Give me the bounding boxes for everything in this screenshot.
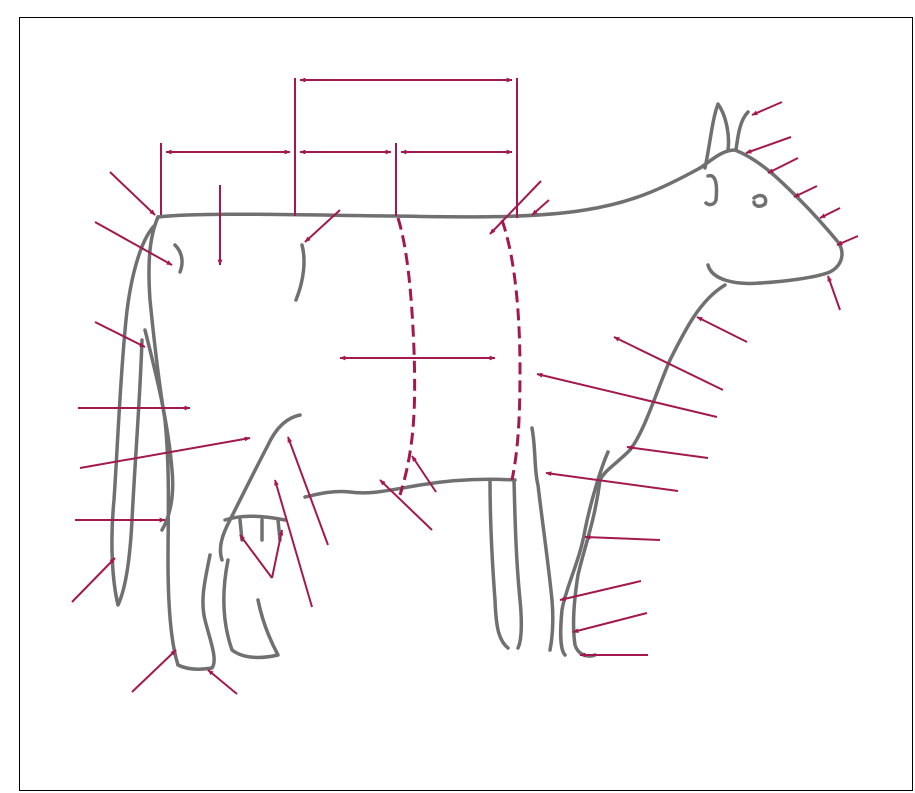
pointer-forehead	[768, 158, 798, 173]
cow-nostril	[754, 196, 766, 207]
cow-hind-leg-near-back	[490, 480, 508, 648]
cow-eye	[706, 176, 717, 205]
pointer-face	[794, 186, 817, 197]
pointer-pin-bone	[95, 222, 172, 265]
pointer-muzzle	[837, 236, 858, 245]
cow-front-leg-outer	[574, 480, 600, 656]
cow-udder	[220, 415, 300, 560]
pointer-fore-udder	[275, 480, 312, 607]
girth-lines	[398, 218, 520, 495]
barrel-girth-line	[502, 220, 520, 480]
cow-jaw	[708, 265, 760, 283]
cow-hind-leg-outer	[178, 555, 214, 669]
cow-front-leg-back	[514, 480, 521, 648]
heart-girth-line	[398, 218, 415, 495]
cow-stifle	[175, 245, 182, 272]
pointer-neck	[697, 317, 747, 342]
pointer-rear-udder	[288, 437, 328, 545]
pointer-crops	[537, 374, 717, 417]
cow-belly	[305, 479, 515, 497]
cow-hip-mark	[296, 245, 304, 300]
cow-horn	[736, 112, 748, 150]
pointer-thurl	[95, 322, 145, 347]
cow-front-leg-near	[532, 428, 553, 650]
cow-back-line	[158, 168, 700, 217]
pointer-knee	[560, 581, 641, 600]
pointer-tail-head	[110, 172, 155, 215]
cow-rump	[149, 217, 178, 665]
pointer-arrows	[72, 102, 858, 694]
pointer-shoulder	[614, 337, 723, 390]
pointer-chine	[490, 181, 541, 234]
pointer-poll	[746, 137, 791, 153]
pointer-bridge	[820, 208, 840, 218]
pointer-pastern	[573, 613, 647, 632]
pointer-jaw	[828, 276, 840, 310]
cow-ear	[705, 104, 729, 168]
pointer-dewclaw	[132, 650, 176, 692]
pointer-hind-hoof	[208, 670, 237, 694]
pointer-switch	[72, 558, 115, 602]
cow-head	[700, 150, 842, 283]
pointer-teat-1	[240, 535, 272, 578]
cow-outline	[112, 104, 842, 669]
pointer-teat-2	[272, 530, 282, 578]
pointer-point-of-shoulder	[627, 447, 708, 458]
pointer-forearm	[585, 537, 660, 540]
pointer-horn	[752, 102, 782, 115]
pointer-elbow	[546, 473, 678, 491]
